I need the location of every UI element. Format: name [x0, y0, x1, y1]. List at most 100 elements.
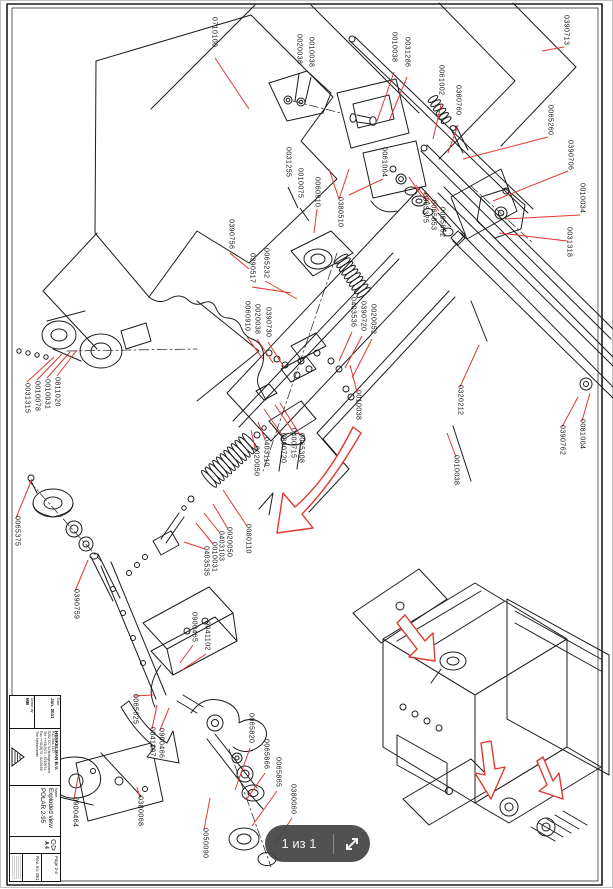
part-number-label: 0010075 [296, 168, 304, 199]
part-number-label: 0010031 [43, 379, 51, 410]
pump-module [16, 300, 260, 402]
red-arrow-front-machine [474, 740, 506, 800]
part-number-label: 0390713 [562, 15, 570, 46]
part-number-label: 0065820 [247, 713, 255, 744]
part-number-label: 0065232 [262, 248, 270, 279]
paper-block: A 4 [10, 837, 60, 854]
fullscreen-expand-button[interactable] [334, 825, 370, 862]
part-number-label: 0065862 [438, 207, 446, 238]
part-number-label: 0031315 [23, 383, 31, 414]
lid-bracket [268, 70, 342, 122]
machine-body [352, 300, 610, 842]
part-number-label: 0320212 [456, 385, 464, 416]
plate-corner [438, 2, 516, 160]
name-label: Name: [54, 788, 58, 798]
part-number-label: 0900466 [157, 728, 165, 759]
expand-icon [346, 837, 358, 850]
plate-corner-2 [500, 2, 577, 147]
paper-size: A 4 [43, 841, 49, 849]
part-number-label: 0403103 [217, 531, 225, 562]
pulley-stack [27, 474, 121, 602]
date-label: Date: [56, 698, 60, 707]
part-number-label: 0060910 [243, 301, 251, 332]
part-number-label: 0060910 [313, 177, 321, 208]
part-number-label: 0403110 [262, 437, 270, 467]
part-number-label: 0380060 [289, 784, 297, 815]
part-number-label: 0390730 [264, 307, 272, 338]
lever-handle [176, 694, 267, 810]
part-number-label: 0020038 [295, 34, 303, 65]
viewer-toolbar: 1 из 1 [265, 825, 370, 862]
red-arrow-top-machine [396, 614, 436, 662]
part-number-label: 0031318 [565, 227, 573, 258]
part-number-label: 0380510 [336, 197, 344, 228]
part-number-label: 0020050 [225, 527, 233, 558]
rev-block: Page 2-4 Rev. no: 061 [10, 854, 60, 881]
big-spring [201, 433, 259, 488]
part-number-label: 0041107 [148, 727, 156, 757]
spring-rod-ends [126, 425, 274, 576]
hole-bar [100, 561, 167, 700]
lid-rod [348, 35, 534, 214]
part-number-label: 0900465 [190, 612, 198, 643]
part-number-label: 0041102 [203, 621, 211, 651]
valve-cluster [395, 168, 518, 240]
part-number-label: 0403535 [202, 546, 210, 577]
part-number-label: 0900464 [71, 797, 79, 828]
part-number-label: 0031255 [284, 147, 292, 178]
part-number-label: 0390720 [279, 433, 287, 464]
part-number-label: 0380760 [454, 85, 462, 116]
title-block-meta: Date: Jan. 2011 Drawn by: MB [10, 696, 60, 729]
part-number-label: 0390706 [566, 140, 574, 171]
seal-bars [420, 144, 613, 399]
drawing-model: POLAR 2-95 [39, 788, 47, 824]
part-number-label: 0380068 [136, 796, 144, 827]
lid-plate [42, 4, 420, 401]
part-number-label: 0065865 [274, 757, 282, 788]
part-number-label: 0710100 [210, 17, 218, 48]
part-number-label: 0065375 [13, 516, 21, 547]
part-number-label: 0390720 [359, 301, 367, 332]
part-number-label: 0065260 [546, 105, 554, 136]
revision-number: Rev. no: 061 [22, 854, 41, 881]
part-number-label: 0403536 [349, 297, 357, 328]
part-number-label: 0080110 [244, 524, 252, 554]
slot-plate [336, 78, 427, 213]
part-number-label: 0020038 [253, 304, 261, 335]
part-number-label: 0400715 [289, 428, 297, 459]
projection-symbol-icon [50, 839, 57, 851]
drawing-name-block: Name: Exploded view POLAR 2-95 [10, 786, 60, 837]
spring-pin-top [427, 95, 469, 154]
part-number-label: 0065866 [262, 739, 270, 770]
page-indicator: 1 из 1 [281, 836, 317, 851]
part-number-label: 0081004 [578, 419, 586, 450]
red-arrow-side-machine [536, 756, 564, 800]
part-number-label: 0010038 [452, 455, 460, 486]
part-number-label: 0065853 [429, 200, 437, 231]
part-number-label: 0390759 [72, 589, 80, 620]
centre-roller [290, 230, 371, 298]
part-number-label: 0390756 [227, 219, 235, 250]
drawn-by-value: MB [24, 698, 30, 706]
fine-print [11, 856, 21, 879]
part-number-label: 0010038 [307, 37, 315, 68]
hex-bracket [470, 185, 534, 244]
page-number: Page 2-4 [41, 854, 60, 881]
black-curved-arrow [120, 700, 180, 764]
carriage-bracket [142, 586, 238, 708]
part-number-label: 0020050 [252, 446, 260, 477]
part-number-label: 0010078 [33, 381, 41, 412]
part-number-label: 0065308 [297, 433, 305, 464]
part-number-label: 0010034 [578, 183, 586, 214]
title-block: Date: Jan. 2011 Drawn by: MB HENKELMAN B… [9, 695, 61, 882]
part-number-label: 0010038 [354, 390, 362, 421]
base-plate [75, 742, 164, 822]
part-number-label: 0061002 [437, 65, 445, 96]
part-number-label: 0050090 [201, 828, 209, 859]
